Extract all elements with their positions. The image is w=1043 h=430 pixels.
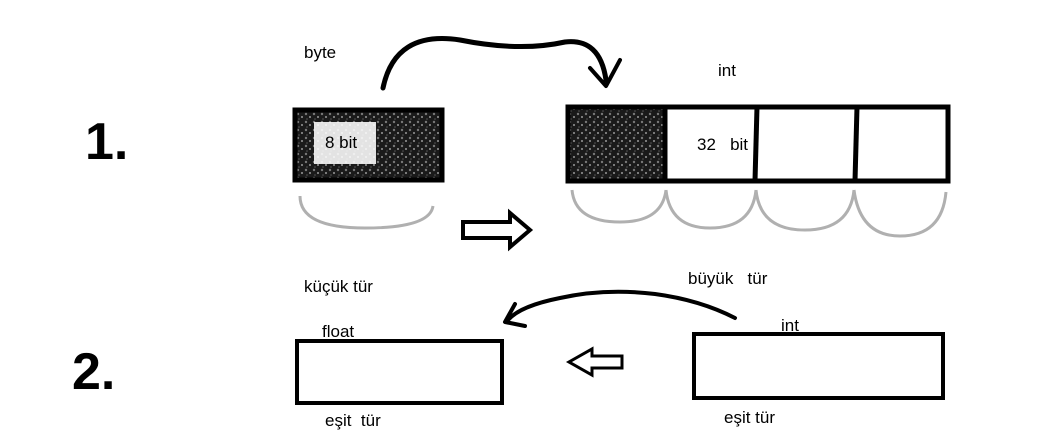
- byte-brace: [298, 195, 435, 230]
- int-box: [565, 104, 951, 184]
- byte-label: byte: [304, 43, 337, 62]
- byte-bits-label: 8 bit: [325, 133, 358, 152]
- curved-arrow-left-icon: [503, 289, 737, 328]
- big-int-box: [692, 332, 945, 400]
- byte-box: [292, 107, 445, 183]
- float-box: [295, 339, 504, 405]
- hollow-arrow-right-icon: [461, 208, 534, 252]
- small-type-label: küçük tür: [304, 277, 373, 296]
- big-type-label: büyük tür: [688, 269, 768, 288]
- float-label: float: [322, 322, 355, 341]
- int-braces: [570, 189, 948, 238]
- big-int-label: int: [781, 316, 799, 335]
- row-1-number: 1.: [85, 113, 129, 171]
- int-label: int: [718, 61, 736, 80]
- row-2-number: 2.: [72, 343, 116, 401]
- int-bits-label: 32 bit: [697, 135, 749, 154]
- hollow-arrow-left-icon: [565, 346, 624, 378]
- curved-arrow-right-icon: [380, 36, 622, 91]
- big-int-caption: eşit tür: [724, 408, 776, 427]
- float-caption: eşit tür: [325, 411, 381, 430]
